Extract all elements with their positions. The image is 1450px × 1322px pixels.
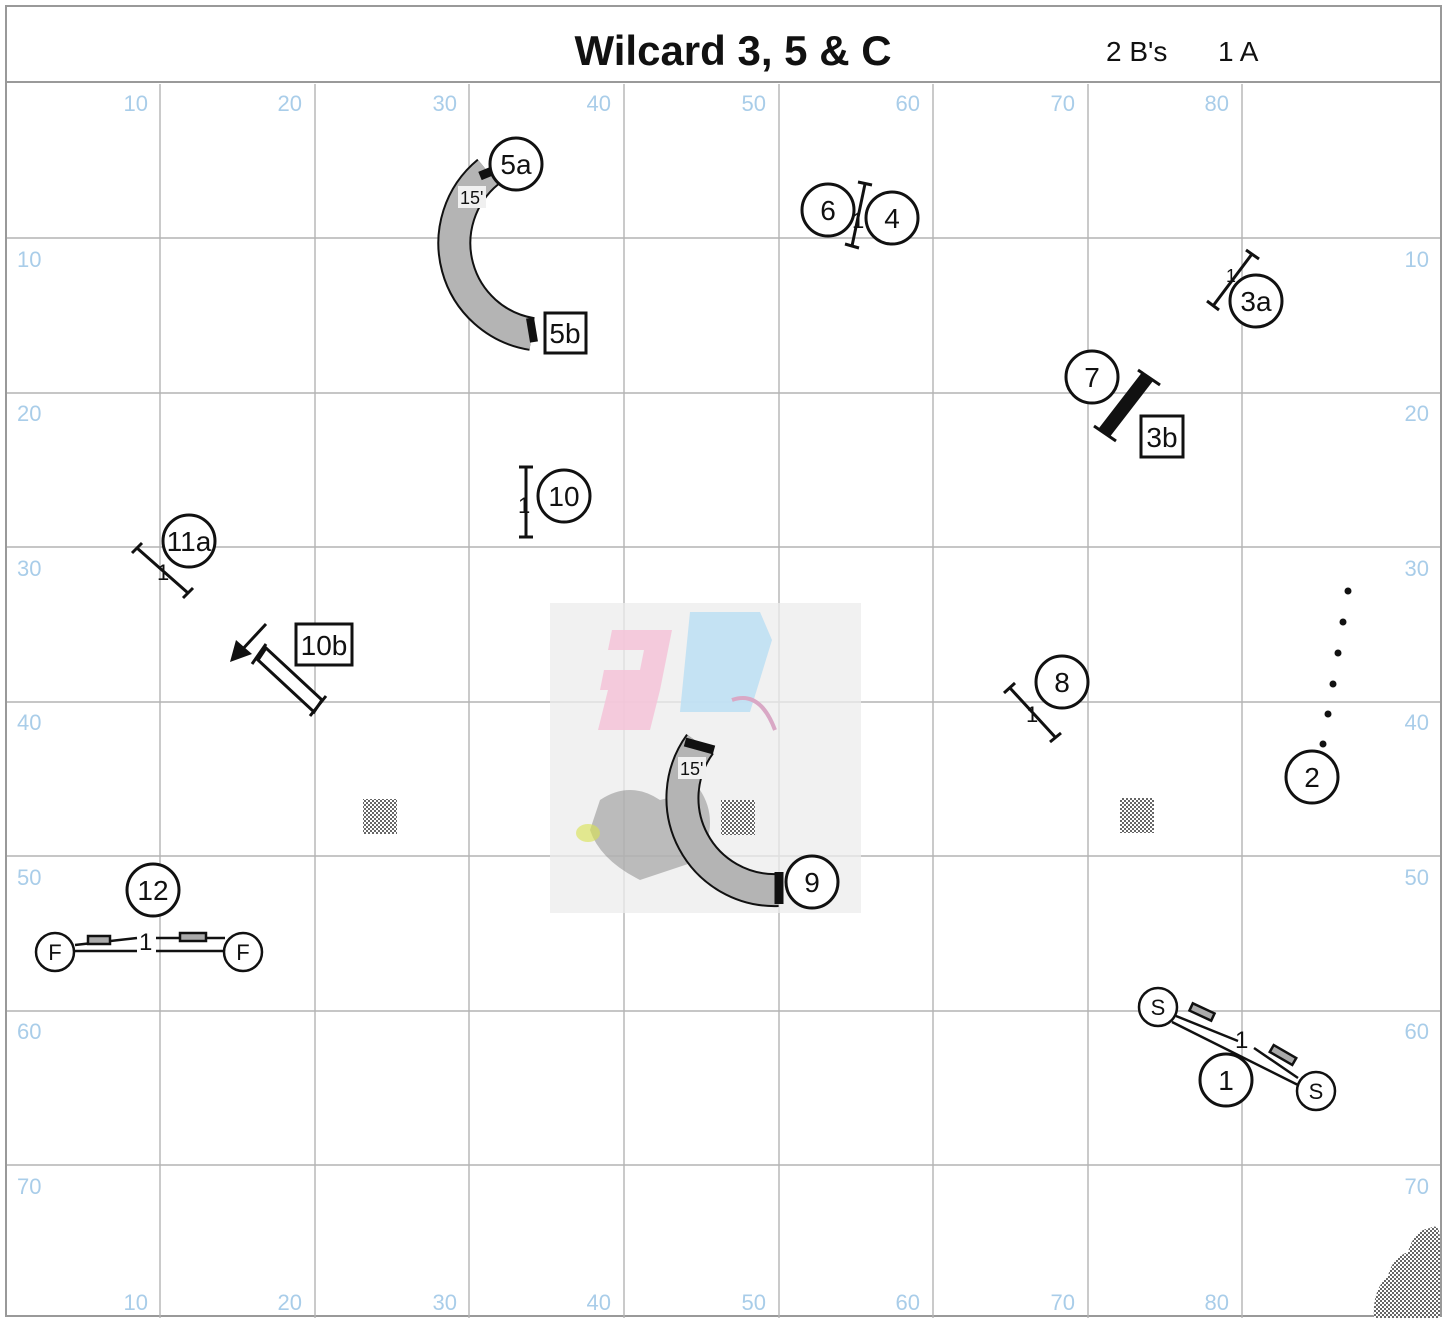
jump-count-a: 1 A (1218, 36, 1258, 68)
course-header: Wilcard 3, 5 & C 2 B's 1 A (7, 7, 1440, 83)
jump-count-b: 2 B's (1106, 36, 1167, 68)
course-map-frame (5, 5, 1442, 1317)
